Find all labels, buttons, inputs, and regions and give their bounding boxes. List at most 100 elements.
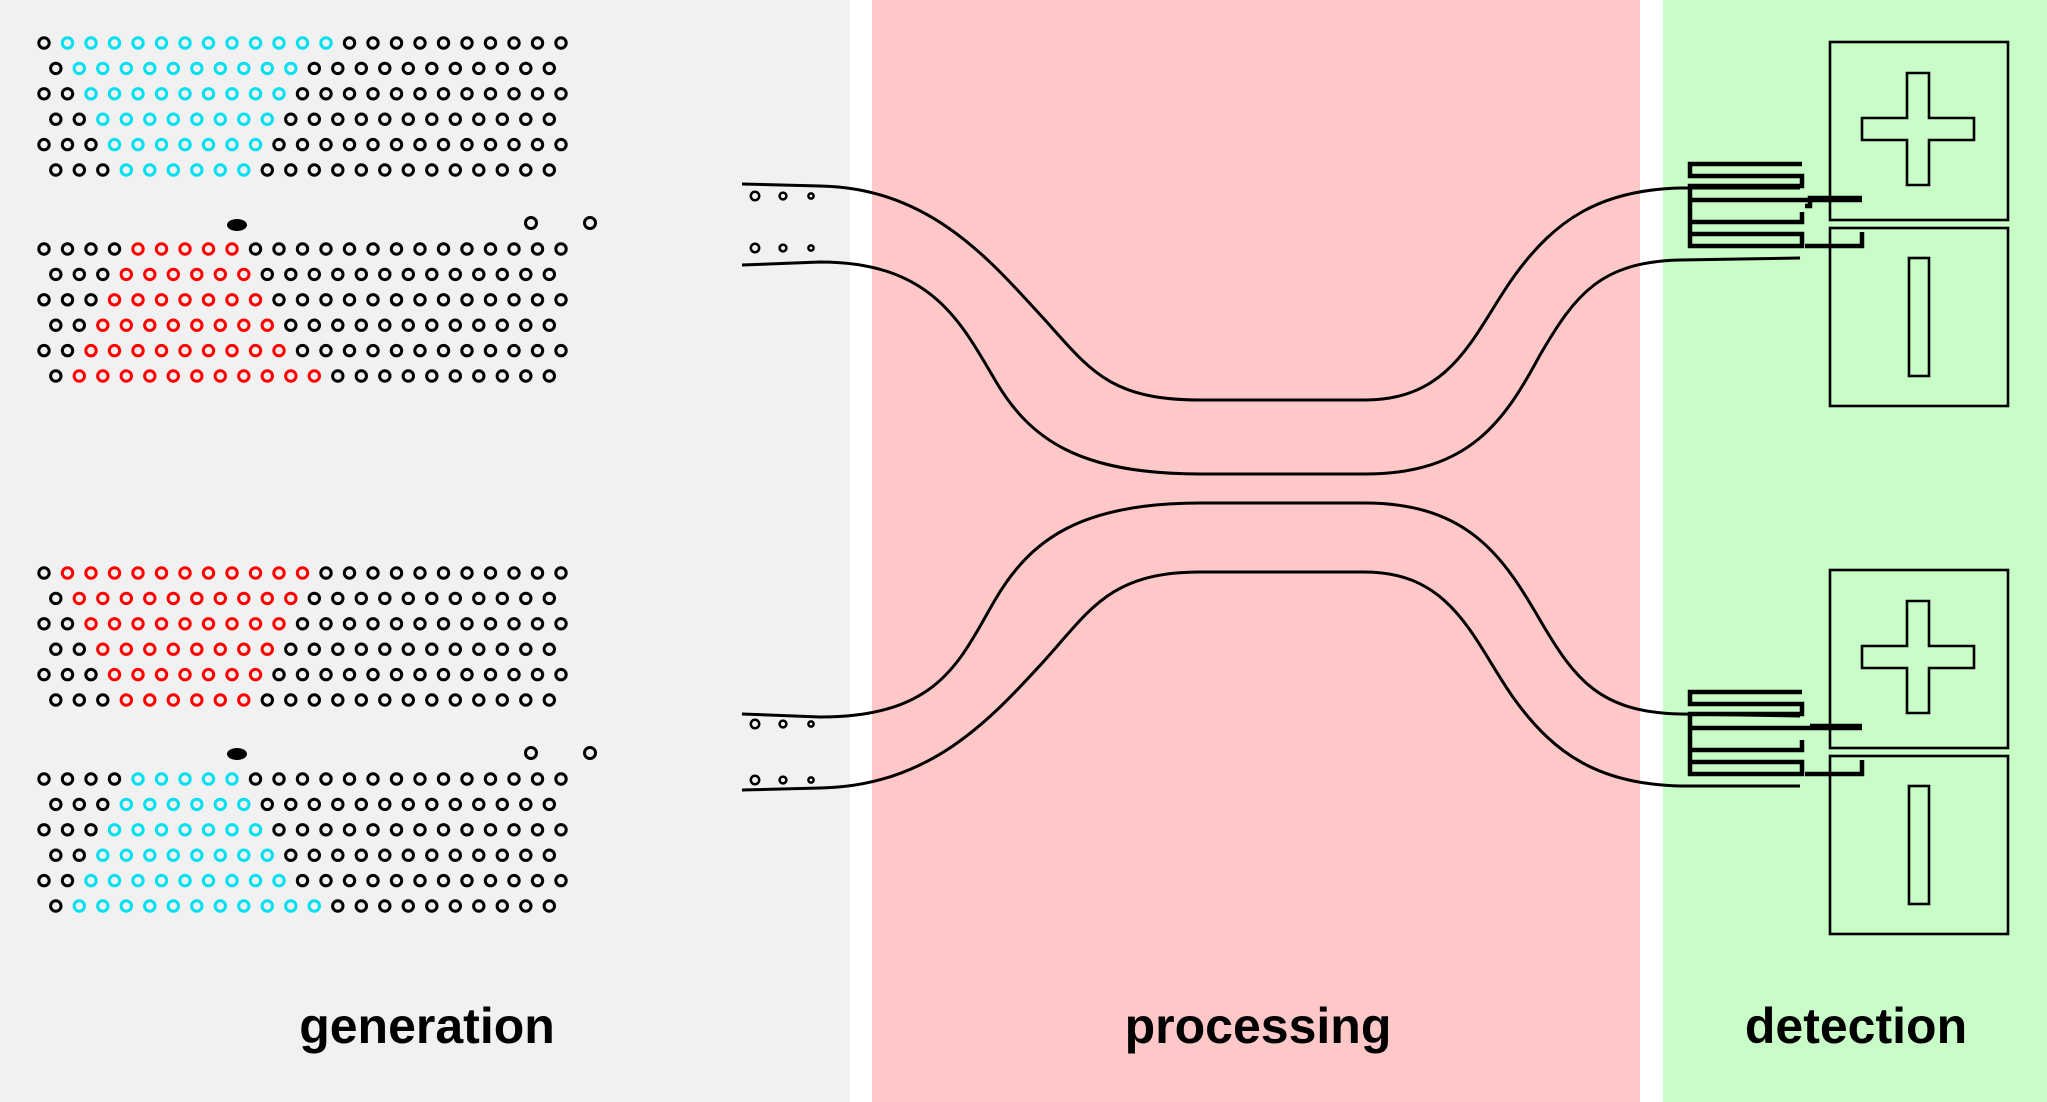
crystal-hole (413, 36, 427, 50)
crystal-hole (119, 163, 134, 177)
crystal-hole (331, 318, 345, 332)
crystal-hole (49, 61, 63, 76)
crystal-hole (60, 617, 75, 631)
crystal-hole (354, 112, 368, 126)
crystal-hole (49, 318, 63, 332)
crystal-hole (425, 591, 439, 606)
crystal-hole (96, 61, 110, 76)
crystal-hole (542, 369, 556, 383)
crystal-hole (166, 112, 181, 126)
crystal-hole (107, 242, 122, 256)
crystal-hole (37, 87, 51, 101)
crystal-hole (342, 36, 357, 50)
crystal-hole (72, 369, 87, 383)
crystal-hole (507, 137, 521, 152)
crystal-hole (60, 566, 75, 580)
crystal-hole (178, 566, 192, 580)
crystal-hole (72, 61, 87, 76)
crystal-hole (213, 318, 228, 332)
crystal-hole (542, 267, 556, 282)
crystal-hole (389, 566, 404, 580)
taper-dots (749, 190, 815, 786)
crystal-hole (366, 772, 380, 786)
crystal-hole (307, 163, 321, 177)
waveguide-network (741, 182, 1801, 792)
crystal-hole (413, 137, 427, 152)
crystal-hole (554, 36, 568, 50)
crystal-hole (495, 61, 509, 76)
crystal-hole (460, 87, 474, 101)
crystal-hole (448, 591, 462, 606)
crystal-hole (436, 36, 451, 50)
crystal-hole (190, 797, 204, 812)
crystal-hole (378, 61, 392, 76)
crystal-hole (483, 667, 498, 682)
crystal-hole (237, 318, 251, 332)
crystal-hole (295, 823, 310, 837)
crystal-hole (519, 591, 533, 606)
crystal-hole (131, 667, 145, 682)
crystal-hole (530, 823, 545, 837)
crystal-hole (413, 823, 427, 837)
crystal-hole (378, 899, 392, 913)
crystal-hole (295, 873, 310, 888)
taper-hole (807, 720, 815, 728)
crystal-hole (354, 848, 368, 862)
crystal-hole (413, 343, 427, 358)
crystal-hole (425, 112, 439, 126)
crystal-hole (366, 36, 380, 50)
taper-hole (749, 242, 761, 254)
crystal-hole (342, 343, 357, 358)
crystal-hole (37, 566, 51, 580)
crystal-defect-bottom (227, 748, 247, 760)
crystal-hole (554, 823, 568, 837)
crystal-hole (483, 87, 498, 101)
crystal-hole (143, 797, 157, 812)
crystal-hole (307, 318, 321, 332)
crystal-hole (378, 591, 392, 606)
crystal-hole (201, 137, 216, 152)
crystal-hole (119, 61, 134, 76)
crystal-hole (495, 591, 509, 606)
crystal-hole (131, 566, 145, 580)
crystal-hole (119, 591, 134, 606)
crystal-hole (331, 899, 345, 913)
crystal-hole (96, 267, 110, 282)
crystal-hole (201, 873, 216, 888)
crystal-hole (319, 873, 333, 888)
crystal-hole (507, 242, 521, 256)
crystal-hole (366, 87, 380, 101)
crystal-hole (37, 667, 51, 682)
crystal-hole (166, 899, 181, 913)
crystal-hole (72, 642, 87, 656)
crystal-hole (154, 293, 169, 307)
crystal-hole (413, 667, 427, 682)
crystal-hole (225, 36, 239, 50)
crystal-hole (366, 566, 380, 580)
crystal-hole (84, 293, 98, 307)
crystal-hole (295, 566, 310, 580)
crystal-hole (507, 772, 521, 786)
crystal-hole (448, 797, 462, 812)
crystal-hole (190, 61, 204, 76)
crystal-hole (307, 591, 321, 606)
crystal-hole (495, 797, 509, 812)
crystal-hole (178, 36, 192, 50)
crystal-hole (72, 318, 87, 332)
crystal-hole (448, 899, 462, 913)
crystal-hole (272, 293, 286, 307)
crystal-hole (413, 566, 427, 580)
crystal-hole (331, 369, 345, 383)
crystal-hole (530, 36, 545, 50)
crystal-hole (237, 693, 251, 707)
crystal-hole (107, 343, 122, 358)
crystal-hole (354, 591, 368, 606)
crystal-hole (143, 899, 157, 913)
crystal-hole (507, 617, 521, 631)
crystal-hole (201, 293, 216, 307)
cavity-hole (583, 746, 597, 760)
taper-hole (778, 775, 788, 785)
crystal-hole (519, 797, 533, 812)
crystal-hole (225, 667, 239, 682)
taper-hole (778, 243, 788, 253)
